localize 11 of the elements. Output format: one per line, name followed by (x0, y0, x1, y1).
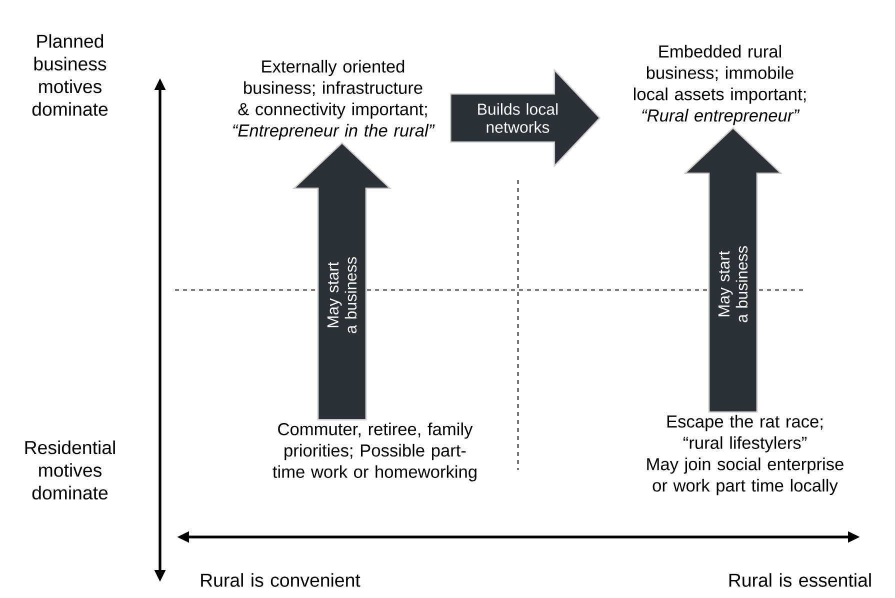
axis-label: Rural is essential (729, 573, 871, 587)
quadrant-text: Escape the rat race; “rural lifestylers” May join social enterprise or work part time locally (647, 414, 844, 496)
edge-label: May start a business (326, 252, 358, 338)
axis-label: Planned business motives dominate (32, 34, 108, 116)
axis-label: Residential motives dominate (25, 440, 115, 500)
edge-label: May start a business (717, 242, 749, 327)
axis-label: Rural is convenient (201, 573, 360, 587)
quadrant-text: Embedded rural business; immobile local assets important; “Rural entrepreneur” (634, 44, 806, 126)
quadrant-text: Externally oriented business; infrastructure & connectivity important; “Entrepreneur in the rural” (233, 60, 435, 140)
quadrant-text: Commuter, retiree, family priorities; Possible part-time work or homeworking (272, 422, 476, 482)
edge-label: Builds local networks (475, 102, 560, 134)
